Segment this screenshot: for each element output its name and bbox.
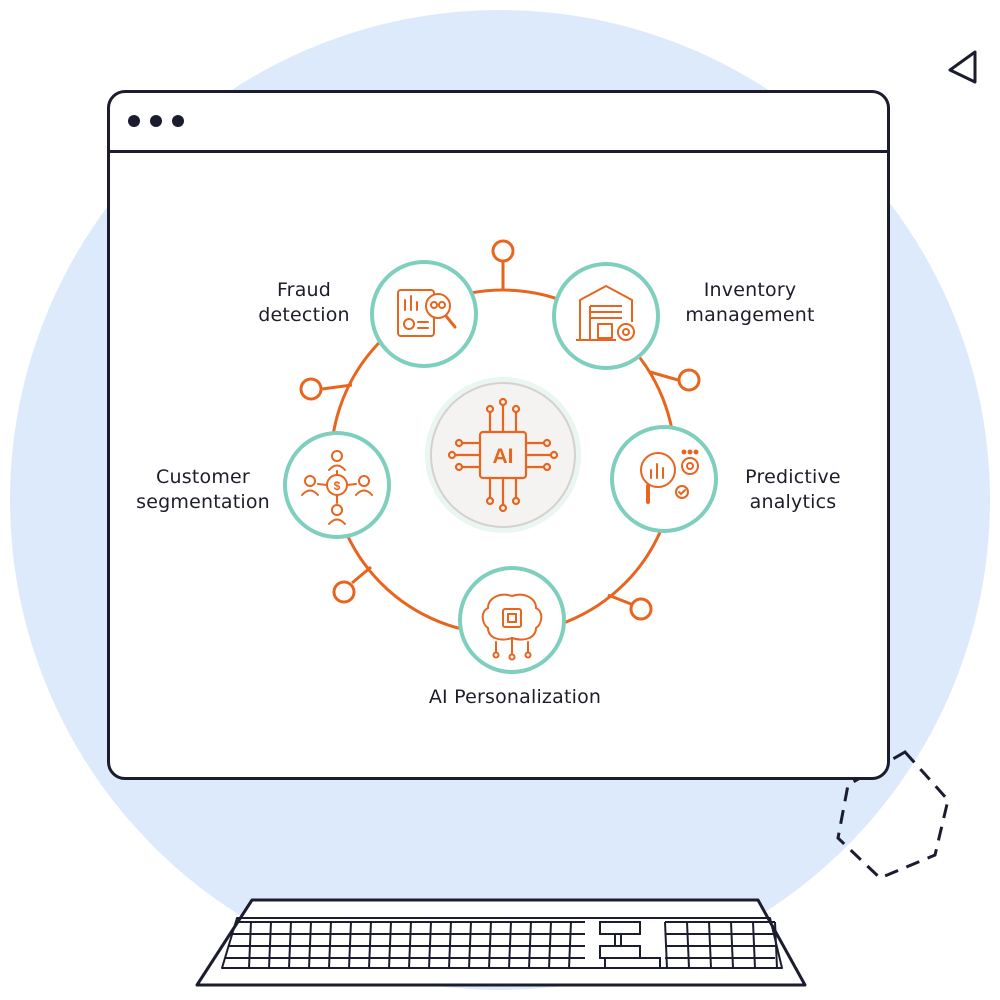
keyboard-key-line — [568, 921, 572, 969]
label-line: Inventory — [703, 279, 797, 301]
keyboard-key-line — [308, 921, 312, 969]
keyboard-key-line — [548, 921, 552, 969]
label-fraud-detection: Fraud detection — [244, 278, 364, 328]
keyboard-key-line — [664, 921, 668, 969]
keyboard-icon — [195, 898, 807, 987]
keyboard-key-line — [328, 921, 332, 969]
label-customer-segmentation: Customer segmentation — [118, 465, 288, 515]
window-titlebar — [110, 93, 887, 153]
keyboard-key-line — [288, 921, 292, 969]
warehouse-icon — [576, 285, 635, 341]
svg-text:$: $ — [334, 479, 341, 493]
node-ai-personalization — [458, 566, 566, 674]
keyboard-key-line — [508, 921, 512, 969]
keyboard-key-line — [686, 921, 690, 969]
keyboard-key-line — [774, 921, 778, 969]
label-line: analytics — [749, 491, 837, 513]
node-customer-segmentation: $ — [283, 431, 391, 539]
label-predictive-analytics: Predictive analytics — [728, 465, 858, 515]
connector-dot — [677, 368, 701, 392]
connector-stubs — [299, 239, 701, 621]
label-line: Predictive — [745, 466, 841, 488]
connector-dot — [491, 239, 515, 263]
node-inventory-management — [552, 262, 660, 370]
center-ai-label: AI — [493, 445, 514, 468]
keyboard-key-line — [752, 921, 756, 969]
node-fraud-detection — [370, 260, 478, 368]
keyboard-key-line — [448, 921, 452, 969]
connector-dot — [332, 580, 356, 604]
keyboard-key-line — [268, 921, 272, 969]
fraud-detection-icon — [397, 289, 457, 337]
window-control-dot[interactable] — [150, 115, 162, 127]
keyboard-key-line — [368, 921, 372, 969]
label-line: AI Personalization — [428, 686, 602, 708]
label-line: detection — [258, 304, 350, 326]
label-line: segmentation — [136, 491, 270, 513]
center-ai-node: AI — [425, 377, 581, 533]
customer-segmentation-icon — [301, 450, 373, 525]
keyboard-key-line — [488, 921, 492, 969]
keyboard-keys — [222, 921, 778, 969]
keyboard-key-line — [248, 921, 252, 969]
label-line: Customer — [156, 466, 250, 488]
keyboard-key — [604, 957, 661, 969]
window-control-dot[interactable] — [128, 115, 140, 127]
connector-dot — [629, 597, 653, 621]
keyboard-key-line — [708, 921, 712, 969]
keyboard-key-line — [408, 921, 412, 969]
keyboard-key-line — [388, 921, 392, 969]
keyboard-key-line — [348, 921, 352, 969]
window-control-dot[interactable] — [172, 115, 184, 127]
keyboard-key-line — [428, 921, 432, 969]
keyboard-key-line — [730, 921, 734, 969]
keyboard-key — [614, 933, 622, 947]
label-ai-personalization: AI Personalization — [400, 685, 630, 710]
label-line: management — [685, 304, 815, 326]
node-predictive-analytics — [610, 425, 718, 533]
label-line: Fraud — [276, 279, 332, 301]
keyboard-key-line — [528, 921, 532, 969]
label-inventory-management: Inventory management — [670, 278, 830, 328]
analytics-magnifier-icon — [640, 449, 699, 504]
brain-chip-icon — [481, 593, 543, 661]
ai-chip-icon — [447, 397, 559, 513]
connector-dot — [299, 377, 323, 401]
keyboard-key-line — [468, 921, 472, 969]
